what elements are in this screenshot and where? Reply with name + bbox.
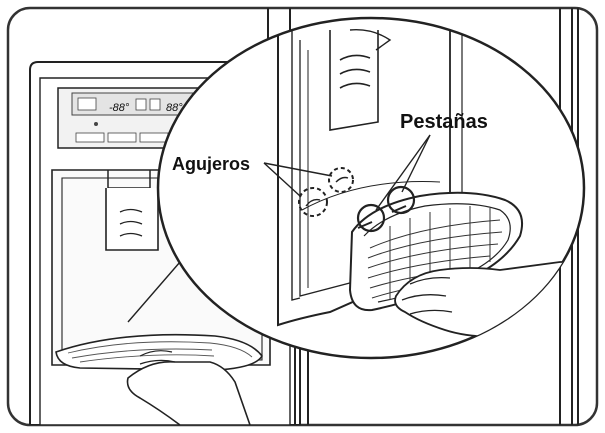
hole-circle-left	[298, 187, 328, 217]
tab-circle-right	[386, 185, 416, 215]
label-holes: Agujeros	[172, 154, 250, 174]
tab-circle-left	[356, 203, 386, 233]
drip-tray-small	[55, 333, 263, 371]
hole-circle-right	[328, 167, 354, 193]
magnified-view	[156, 16, 586, 360]
display-readout-2: 88°	[166, 102, 183, 114]
hand-small	[126, 350, 252, 425]
label-tabs: Pestañas	[400, 111, 488, 133]
leader-lines	[263, 134, 431, 211]
display-readout-1: -88°	[109, 102, 130, 114]
